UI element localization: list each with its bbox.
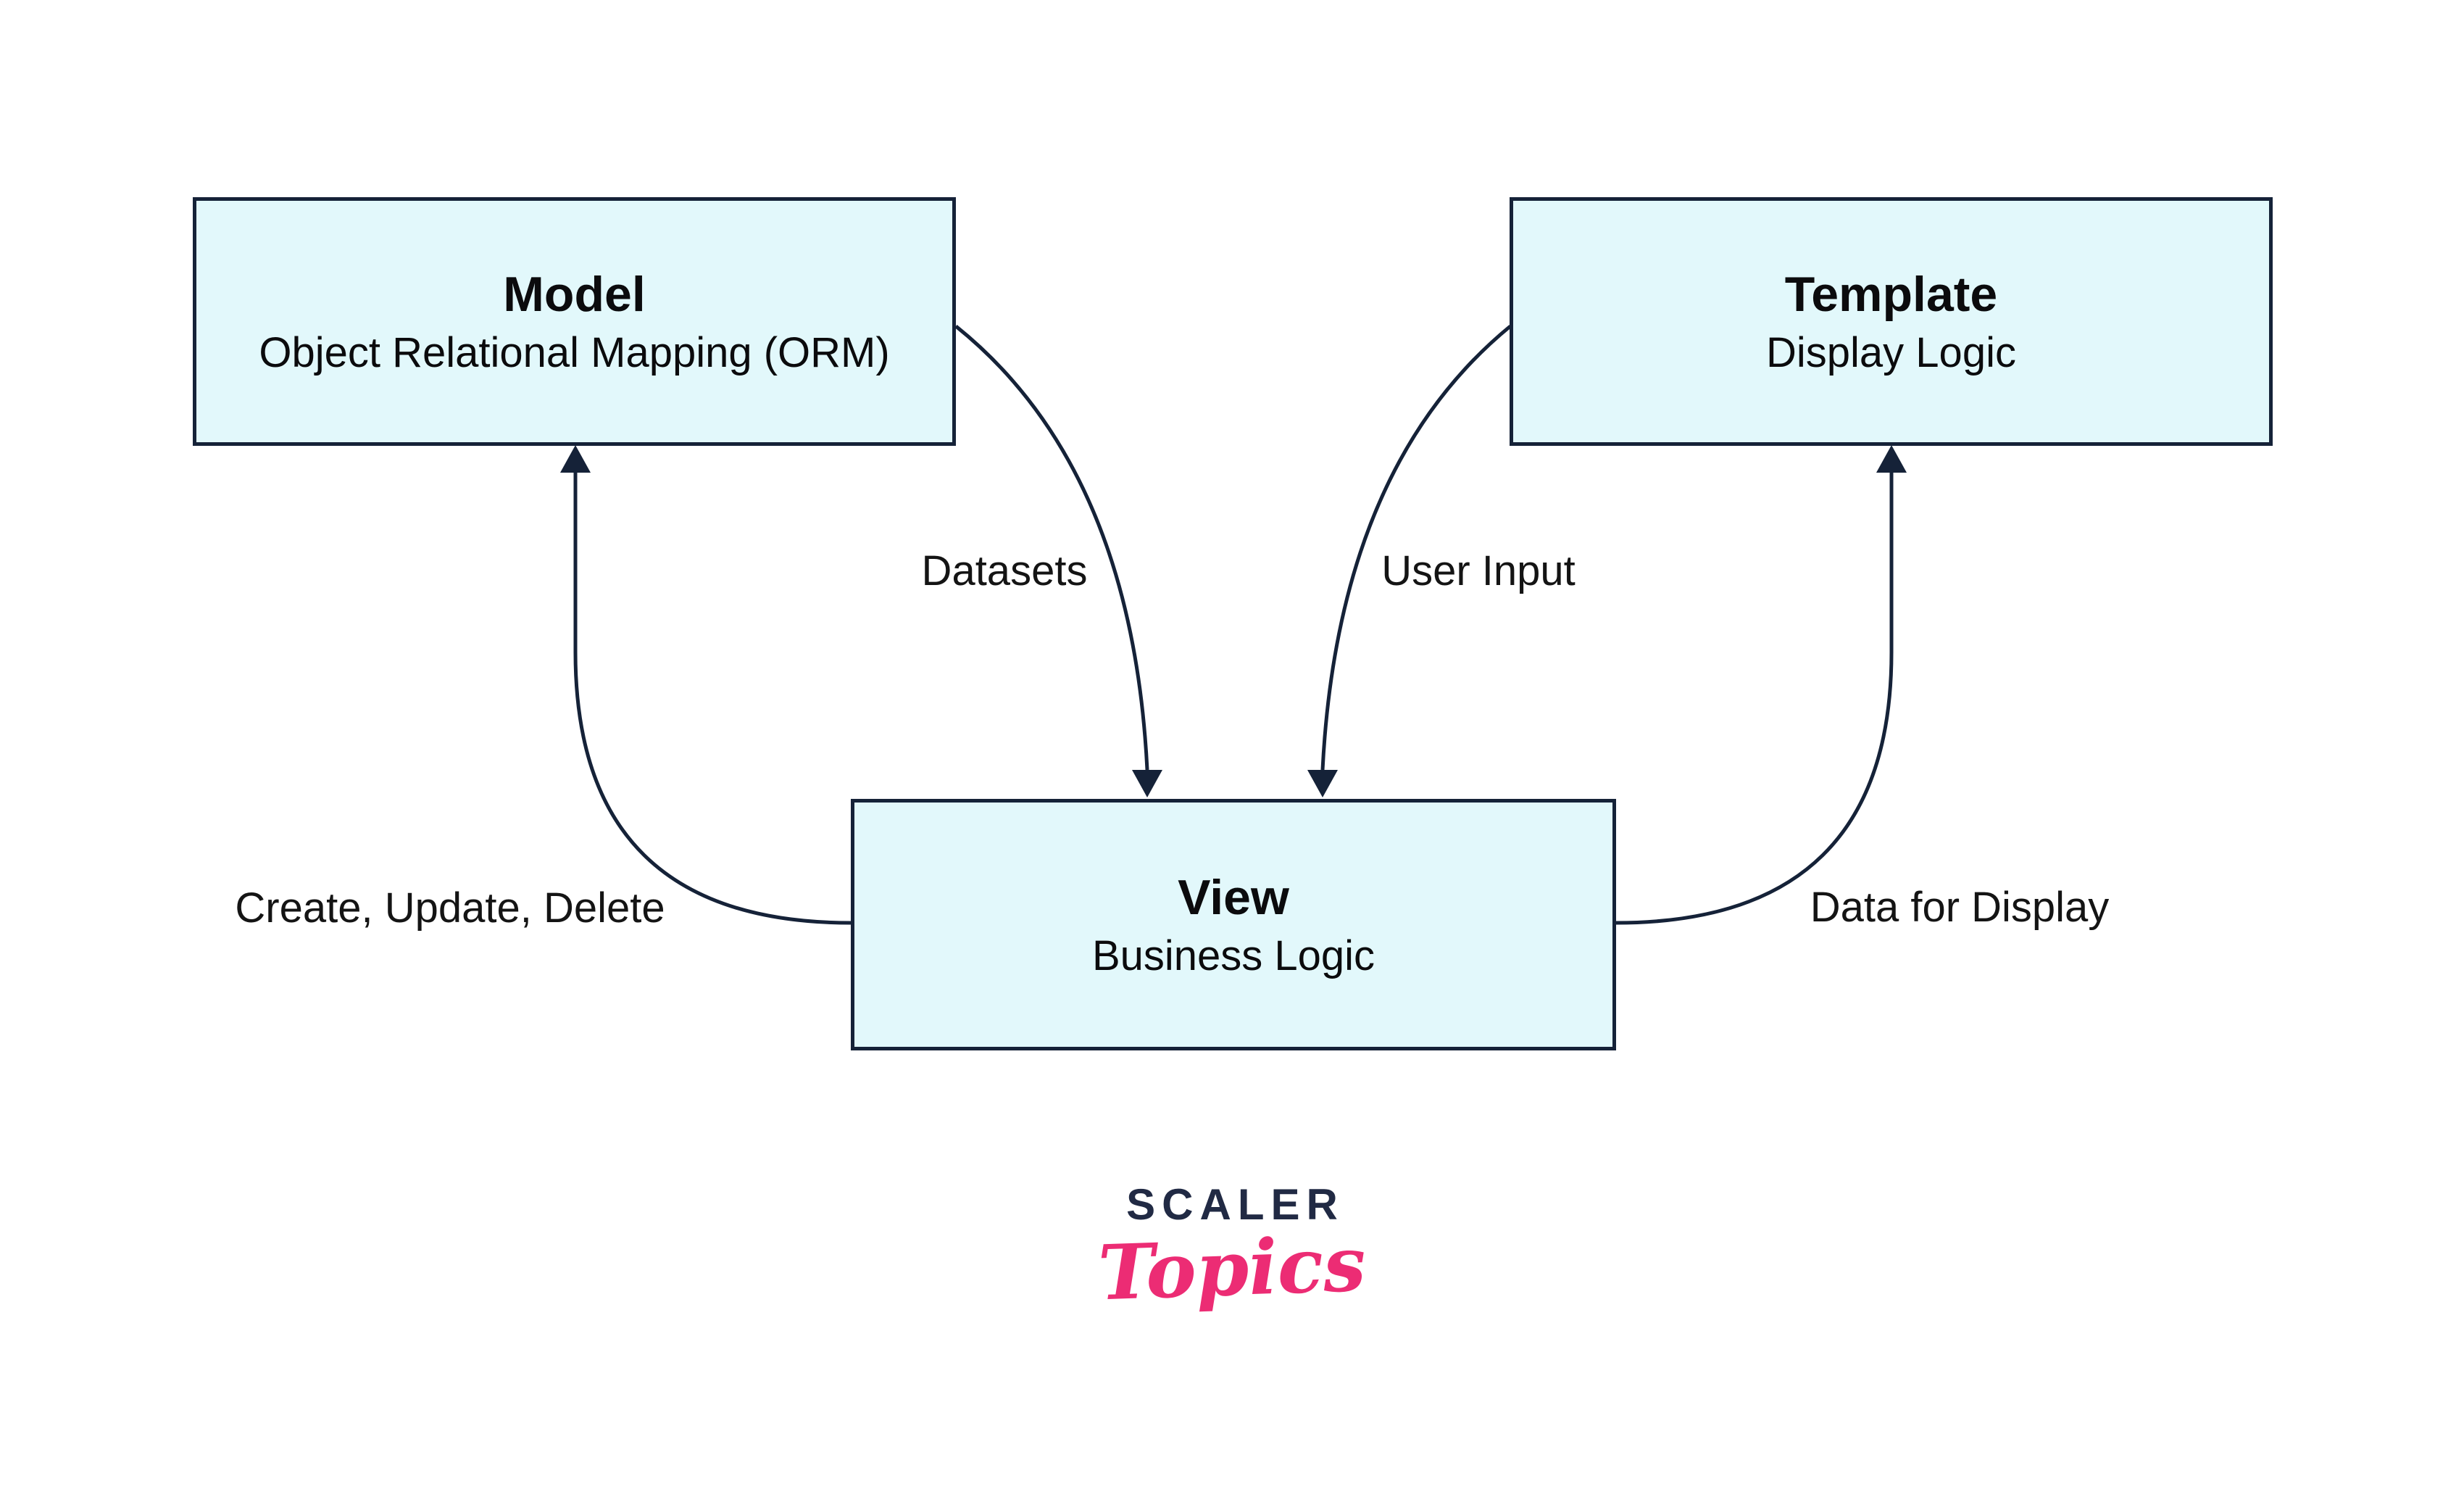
node-model: Model Object Relational Mapping (ORM) [193,197,956,446]
model-subtitle: Object Relational Mapping (ORM) [259,328,890,376]
edge-view-to-model [560,445,852,925]
arrowhead-into-view-left [1132,770,1162,797]
logo-brand-text: SCALER [1126,1180,1344,1229]
view-subtitle: Business Logic [1091,932,1375,979]
edge-template-to-view [1307,325,1512,797]
arrowhead-into-template [1876,445,1907,473]
arrowhead-into-model [560,445,591,473]
template-subtitle: Display Logic [1766,328,2016,376]
arrowhead-into-view-right [1307,770,1338,797]
edge-view-to-template [1615,445,1907,925]
edge-label-create-update-delete: Create, Update, Delete [235,884,665,932]
view-title: View [1178,869,1289,925]
edge-label-data-for-display: Data for Display [1810,884,2110,931]
edge-label-user-input: User Input [1381,547,1576,594]
template-title: Template [1784,266,1998,322]
node-template: Template Display Logic [1510,197,2273,446]
logo-script-text: Topics [1096,1219,1368,1318]
edge-model-to-view [954,325,1162,797]
node-view: View Business Logic [851,799,1616,1050]
model-title: Model [503,266,646,322]
edge-label-datasets: Datasets [921,547,1088,594]
scaler-topics-logo: SCALER Topics [1096,1180,1367,1318]
